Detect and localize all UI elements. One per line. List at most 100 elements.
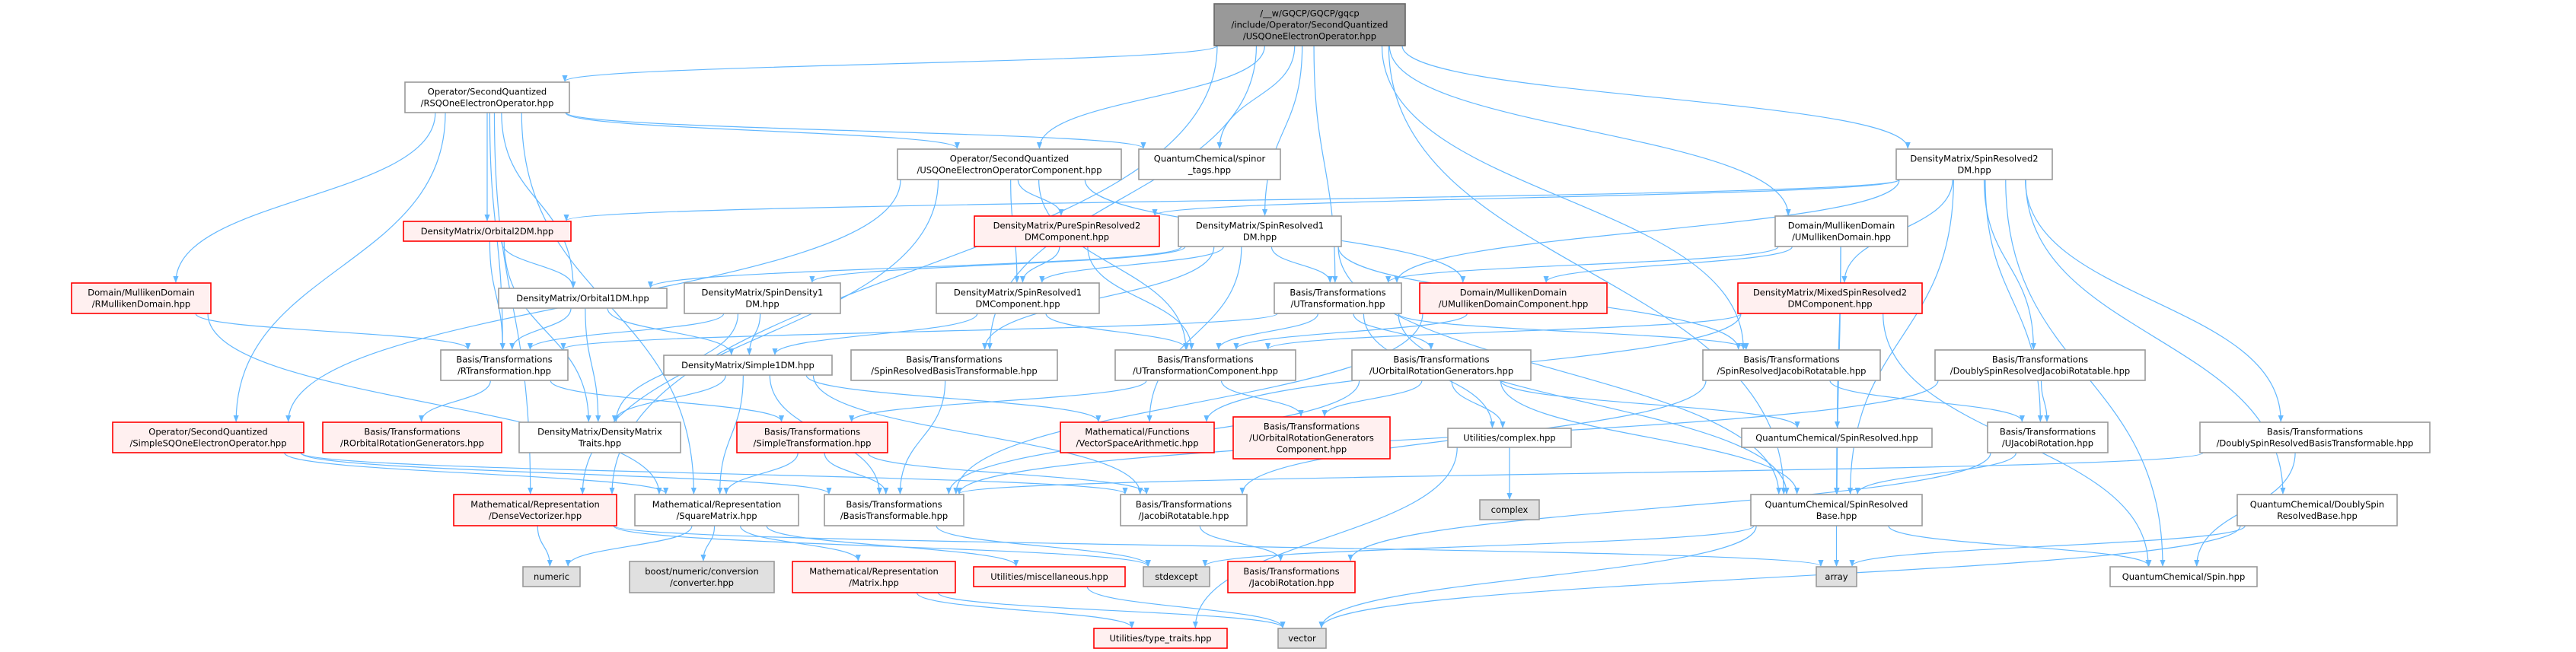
node-uorgcomp[interactable]: Basis/Transformations/UOrbitalRotationGe… bbox=[1232, 416, 1391, 460]
node-array[interactable]: array bbox=[1816, 566, 1857, 587]
node-vector[interactable]: vector bbox=[1277, 628, 1327, 649]
edge-main-to-sr2dm bbox=[1401, 45, 1911, 149]
edge-srbt-to-bt bbox=[897, 380, 946, 495]
node-spinor[interactable]: QuantumChemical/spinor_tags.hpp bbox=[1138, 148, 1281, 180]
edge-simplesq-to-bt bbox=[300, 452, 832, 495]
edge-rtrans-to-rorg bbox=[419, 380, 491, 422]
node-srbt[interactable]: Basis/Transformations/SpinResolvedBasisT… bbox=[850, 349, 1058, 381]
node-usqcomp[interactable]: Operator/SecondQuantized/USQOneElectronO… bbox=[897, 148, 1122, 180]
node-spinresolved[interactable]: QuantumChemical/SpinResolved.hpp bbox=[1741, 428, 1933, 448]
node-box bbox=[1737, 282, 1923, 314]
edge-rsq-to-spinor bbox=[566, 112, 1146, 149]
edge-bt-to-stdexcept bbox=[936, 525, 1151, 567]
edge-path bbox=[1543, 246, 1793, 283]
edge-path bbox=[1216, 313, 1318, 350]
node-stdexcept[interactable]: stdexcept bbox=[1143, 566, 1210, 587]
node-label-line: Utilities/miscellaneous.hpp bbox=[990, 571, 1108, 582]
node-dsrbt[interactable]: Basis/Transformations/DoublySpinResolved… bbox=[2199, 421, 2431, 453]
node-uorg[interactable]: Basis/Transformations/UOrbitalRotationGe… bbox=[1351, 349, 1532, 381]
node-misc[interactable]: Utilities/miscellaneous.hpp bbox=[973, 566, 1126, 587]
node-rsq[interactable]: Operator/SecondQuantized/RSQOneElectronO… bbox=[404, 81, 570, 113]
node-label-line: DensityMatrix/SpinResolved2 bbox=[1910, 154, 2038, 164]
node-jr[interactable]: Basis/Transformations/JacobiRotation.hpp bbox=[1227, 561, 1356, 593]
node-complexhpp[interactable]: Utilities/complex.hpp bbox=[1447, 428, 1572, 448]
edge-ujr-to-jr bbox=[1347, 452, 1991, 561]
node-sr1comp[interactable]: DensityMatrix/SpinResolved1DMComponent.h… bbox=[936, 282, 1100, 314]
edge-path bbox=[2040, 380, 2050, 422]
node-converter[interactable]: boost/numeric/conversion/converter.hpp bbox=[629, 561, 775, 593]
node-dsrjr[interactable]: Basis/Transformations/DoublySpinResolved… bbox=[1934, 349, 2146, 381]
node-label-line: /UTransformationComponent.hpp bbox=[1133, 366, 1278, 377]
edge-sr1dm-to-sr1comp bbox=[1039, 246, 1224, 283]
node-densevec[interactable]: Mathematical/Representation/DenseVectori… bbox=[453, 494, 617, 526]
node-label-line: /UMullikenDomainComponent.hpp bbox=[1439, 299, 1589, 310]
node-dsrbase[interactable]: QuantumChemical/DoublySpinResolvedBase.h… bbox=[2236, 494, 2398, 526]
node-main[interactable]: /__w/GQCP/GQCP/gqcp/include/Operator/Sec… bbox=[1213, 3, 1406, 46]
node-mixed[interactable]: DensityMatrix/MixedSpinResolved2DMCompon… bbox=[1737, 282, 1923, 314]
edge-rtrans-to-simpletrans bbox=[550, 380, 785, 422]
edge-utrans-to-uorg bbox=[1353, 313, 1434, 350]
node-box bbox=[936, 282, 1100, 314]
edge-uorg-to-srbase bbox=[1500, 380, 1800, 495]
node-matrix[interactable]: Mathematical/Representation/Matrix.hpp bbox=[792, 561, 956, 593]
edge-path bbox=[1388, 45, 1791, 216]
node-ujr[interactable]: Basis/Transformations/UJacobiRotation.hp… bbox=[1987, 421, 2109, 453]
node-rtrans[interactable]: Basis/Transformations/RTransformation.hp… bbox=[440, 349, 569, 381]
edge-matrix-to-vector bbox=[937, 592, 1286, 628]
edge-rsq-to-usqcomp bbox=[565, 112, 960, 149]
node-numeric[interactable]: numeric bbox=[522, 566, 581, 587]
node-simpletrans[interactable]: Basis/Transformations/SimpleTransformati… bbox=[736, 421, 888, 453]
node-orb1dm[interactable]: DensityMatrix/Orbital1DM.hpp bbox=[498, 288, 668, 309]
edge-sr2dm-to-orb2dm bbox=[563, 179, 1900, 221]
edge-sr2dm-to-dsrjr bbox=[1983, 179, 2036, 350]
node-box bbox=[2236, 494, 2398, 526]
node-orb2dm[interactable]: DensityMatrix/Orbital2DM.hpp bbox=[403, 221, 572, 242]
node-jrable[interactable]: Basis/Transformations/JacobiRotatable.hp… bbox=[1120, 494, 1248, 526]
edge-path bbox=[1401, 45, 1911, 149]
edge-path bbox=[772, 313, 978, 355]
edge-path bbox=[560, 313, 1278, 350]
edge-simple1dm-to-vsa bbox=[805, 374, 1101, 422]
node-rorg[interactable]: Basis/Transformations/ROrbitalRotationGe… bbox=[322, 421, 502, 453]
edge-path bbox=[746, 313, 761, 355]
edge-main-to-spinor bbox=[1216, 45, 1296, 149]
node-umd[interactable]: Domain/MullikenDomain/UMullikenDomain.hp… bbox=[1774, 215, 1908, 247]
edge-path bbox=[419, 380, 491, 422]
edge-dsrbase-to-array bbox=[1849, 525, 2246, 567]
node-label-line: Basis/Transformations bbox=[1243, 566, 1339, 577]
node-puresr2[interactable]: DensityMatrix/PureSpinResolved2DMCompone… bbox=[974, 215, 1160, 247]
node-label-line: QuantumChemical/SpinResolved bbox=[1765, 499, 1908, 510]
node-sqmatrix[interactable]: Mathematical/Representation/SquareMatrix… bbox=[634, 494, 799, 526]
edge-path bbox=[1985, 179, 2043, 422]
node-rmd[interactable]: Domain/MullikenDomain/RMullikenDomain.hp… bbox=[71, 282, 212, 314]
node-vsa[interactable]: Mathematical/Functions/VectorSpaceArithm… bbox=[1060, 421, 1215, 453]
edge-path bbox=[717, 374, 744, 495]
node-simple1dm[interactable]: DensityMatrix/Simple1DM.hpp bbox=[663, 355, 833, 376]
node-label-line: Base.hpp bbox=[1816, 510, 1857, 521]
edge-orb1dm-to-dmtraits bbox=[585, 307, 601, 422]
node-complex[interactable]: complex bbox=[1479, 499, 1540, 520]
node-utcomp[interactable]: Basis/Transformations/UTransformationCom… bbox=[1114, 349, 1296, 381]
node-box bbox=[1447, 428, 1572, 448]
node-box bbox=[897, 148, 1122, 180]
node-spin[interactable]: QuantumChemical/Spin.hpp bbox=[2109, 566, 2258, 587]
node-srjr[interactable]: Basis/Transformations/SpinResolvedJacobi… bbox=[1702, 349, 1881, 381]
node-typetraits[interactable]: Utilities/type_traits.hpp bbox=[1093, 628, 1228, 649]
node-label-line: /UOrbitalRotationGenerators bbox=[1249, 433, 1374, 444]
node-box bbox=[322, 421, 502, 453]
edge-sd1dm-to-simple1dm bbox=[746, 313, 761, 355]
edge-ujr-to-srbase bbox=[1854, 452, 2016, 495]
node-label-line: Mathematical/Representation bbox=[470, 499, 600, 510]
node-simplesq[interactable]: Operator/SecondQuantized/SimpleSQOneElec… bbox=[112, 421, 304, 453]
node-label-line: Mathematical/Representation bbox=[809, 566, 939, 577]
node-umdcomp[interactable]: Domain/MullikenDomain/UMullikenDomainCom… bbox=[1419, 282, 1608, 314]
node-label-line: /SquareMatrix.hpp bbox=[676, 510, 757, 521]
edge-path bbox=[1039, 246, 1224, 283]
node-utrans[interactable]: Basis/Transformations/UTransformation.hp… bbox=[1274, 282, 1402, 314]
node-bt[interactable]: Basis/Transformations/BasisTransformable… bbox=[824, 494, 964, 526]
